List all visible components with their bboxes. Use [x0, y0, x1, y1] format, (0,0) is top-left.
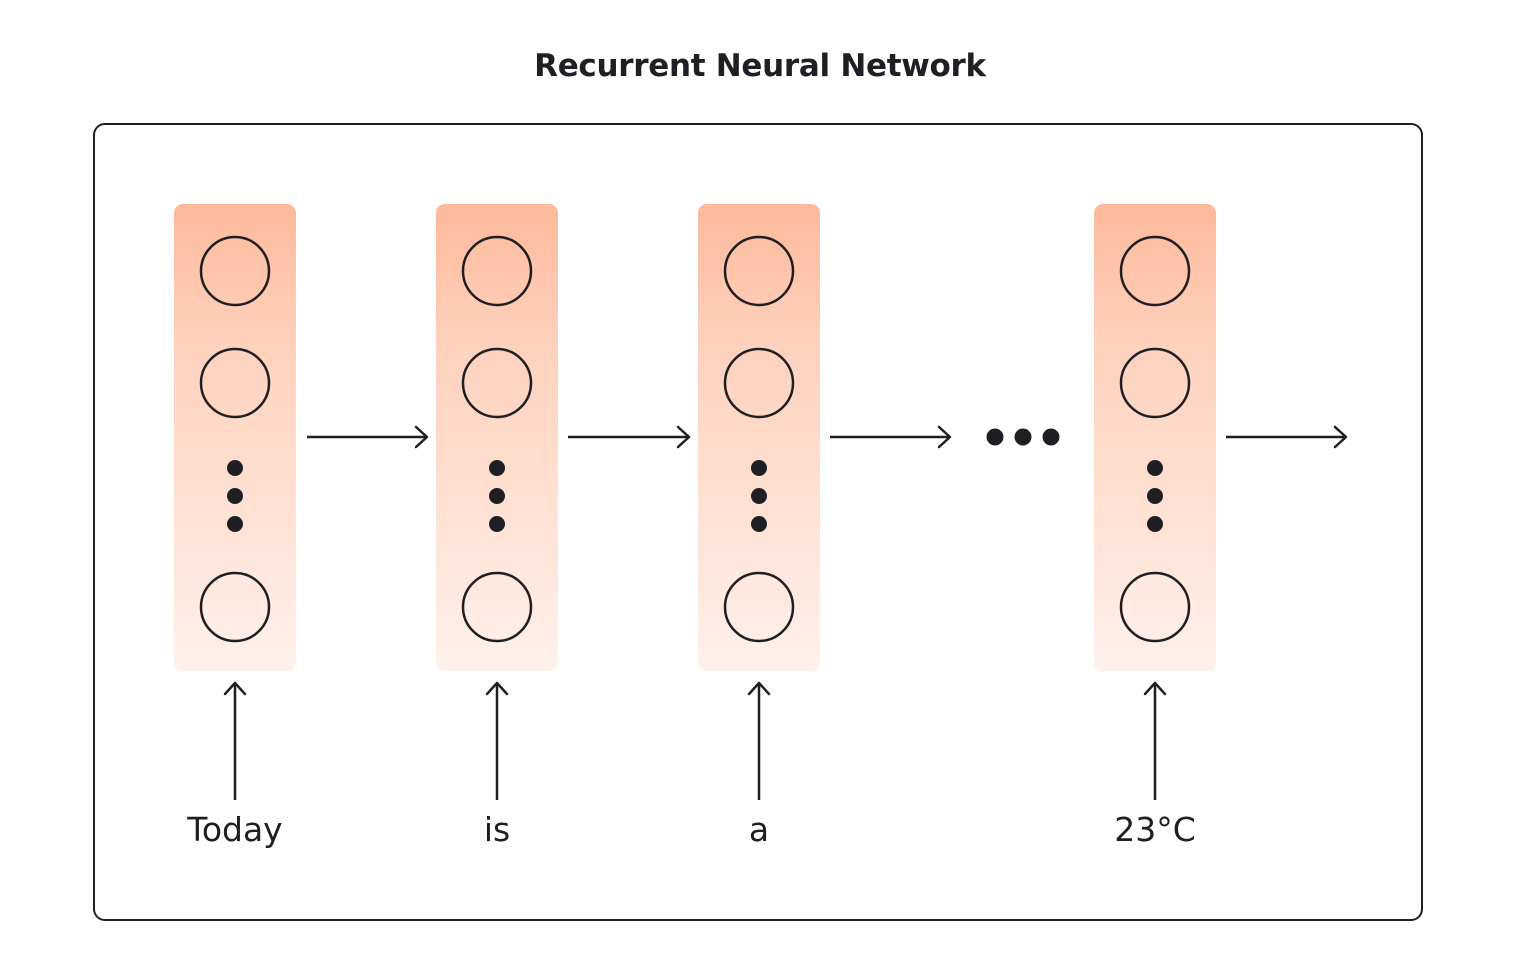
sequence-ellipsis-dot: [986, 428, 1004, 446]
input-arrow-head: [747, 681, 771, 696]
neuron-ellipsis-dot: [227, 516, 243, 532]
diagram-title: Recurrent Neural Network: [534, 48, 986, 84]
neuron-circle: [723, 571, 795, 643]
neuron-ellipsis-dot: [227, 488, 243, 504]
recurrent-arrow-head: [937, 425, 952, 449]
neuron-circle: [461, 347, 533, 419]
input-arrow-head: [485, 681, 509, 696]
diagram-frame: [93, 123, 1423, 921]
neuron-ellipsis-dot: [489, 460, 505, 476]
input-word-is: is: [483, 810, 511, 849]
neuron-ellipsis-dot: [1147, 488, 1163, 504]
hidden-layer-1: [174, 204, 296, 671]
input-arrow-head: [223, 681, 247, 696]
neuron-circle: [199, 347, 271, 419]
neuron-ellipsis-dot: [489, 516, 505, 532]
neuron-circle: [1119, 571, 1191, 643]
neuron-ellipsis-dot: [1147, 460, 1163, 476]
hidden-layer-3: [698, 204, 820, 671]
hidden-layer-2: [436, 204, 558, 671]
input-word-temperature: 23°C: [1114, 810, 1196, 849]
input-word-a: a: [748, 810, 770, 849]
neuron-circle: [723, 235, 795, 307]
neuron-ellipsis-dot: [751, 516, 767, 532]
sequence-ellipsis-dot: [1042, 428, 1060, 446]
recurrent-arrow-head: [1333, 425, 1348, 449]
recurrent-arrow-head: [676, 425, 691, 449]
neuron-ellipsis-dot: [1147, 516, 1163, 532]
neuron-circle: [461, 571, 533, 643]
hidden-layer-last: [1094, 204, 1216, 671]
neuron-ellipsis-dot: [489, 488, 505, 504]
neuron-circle: [723, 347, 795, 419]
input-word-today: Today: [187, 810, 283, 849]
neuron-circle: [461, 235, 533, 307]
neuron-circle: [1119, 347, 1191, 419]
neuron-circle: [199, 571, 271, 643]
neuron-circle: [199, 235, 271, 307]
neuron-ellipsis-dot: [227, 460, 243, 476]
neuron-ellipsis-dot: [751, 460, 767, 476]
recurrent-arrow-head: [414, 425, 429, 449]
neuron-ellipsis-dot: [751, 488, 767, 504]
sequence-ellipsis-dot: [1014, 428, 1032, 446]
neuron-circle: [1119, 235, 1191, 307]
input-arrow-head: [1143, 681, 1167, 696]
